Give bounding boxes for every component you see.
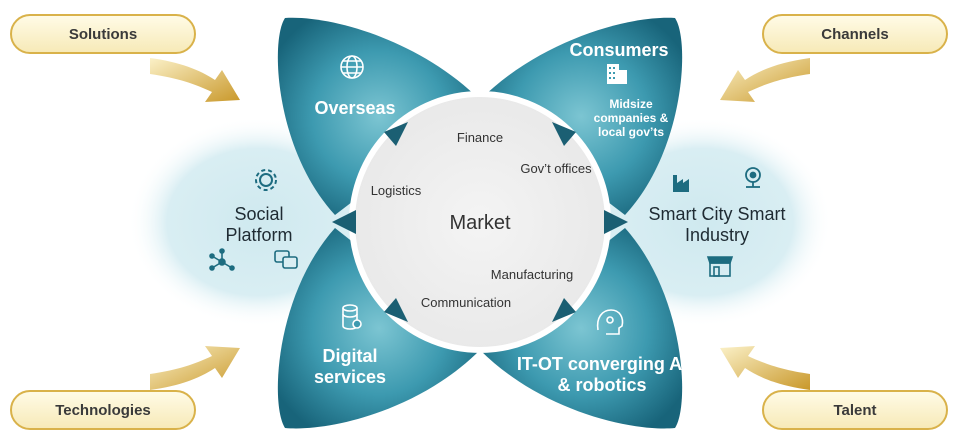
market-label: Market bbox=[449, 212, 511, 234]
petal-digital bbox=[277, 228, 480, 429]
gold-arrow-solutions bbox=[150, 58, 240, 102]
gear-icon bbox=[255, 169, 277, 191]
globe-icon bbox=[340, 55, 364, 79]
logistics-label: Logistics bbox=[370, 183, 422, 198]
arrow-right bbox=[604, 210, 628, 234]
gold-arrow-talent bbox=[720, 346, 810, 390]
channels-pill: Channels bbox=[762, 14, 948, 54]
petal-overseas bbox=[277, 17, 480, 215]
arrow-top-right bbox=[552, 122, 576, 146]
arrow-left bbox=[332, 210, 356, 234]
factory-icon bbox=[673, 175, 689, 192]
camera-icon bbox=[745, 167, 761, 188]
store-icon bbox=[706, 256, 734, 277]
petal-consumers bbox=[480, 17, 683, 215]
arrow-bottom-right bbox=[552, 298, 576, 322]
finance-label: Finance bbox=[456, 130, 504, 145]
gold-arrow-channels bbox=[720, 58, 810, 102]
communication-label: Communication bbox=[420, 295, 512, 310]
chat-icon bbox=[274, 250, 298, 269]
arrow-bottom-left bbox=[384, 298, 408, 322]
consumers-sub-label: Midsize companies & local gov’ts bbox=[593, 97, 669, 139]
itot-label: IT-OT converging AI & robotics bbox=[516, 354, 688, 395]
gold-arrow-technologies bbox=[150, 346, 240, 390]
govt-offices-label: Gov’t offices bbox=[520, 161, 592, 176]
consumers-label: Consumers bbox=[569, 40, 669, 60]
technologies-pill: Technologies bbox=[10, 390, 196, 430]
petal-itot bbox=[480, 228, 683, 429]
overseas-label: Overseas bbox=[314, 98, 396, 118]
social-platform-label: Social Platform bbox=[225, 204, 293, 245]
building-icon bbox=[607, 64, 627, 84]
database-icon bbox=[342, 304, 362, 330]
network-icon bbox=[209, 248, 235, 271]
talent-pill: Talent bbox=[762, 390, 948, 430]
ai-head-icon bbox=[596, 309, 624, 335]
smart-city-label: Smart City Smart Industry bbox=[648, 204, 786, 245]
arrow-top-left bbox=[384, 122, 408, 146]
digital-services-label: Digital services bbox=[313, 346, 387, 387]
solutions-pill: Solutions bbox=[10, 14, 196, 54]
manufacturing-label: Manufacturing bbox=[490, 267, 574, 282]
